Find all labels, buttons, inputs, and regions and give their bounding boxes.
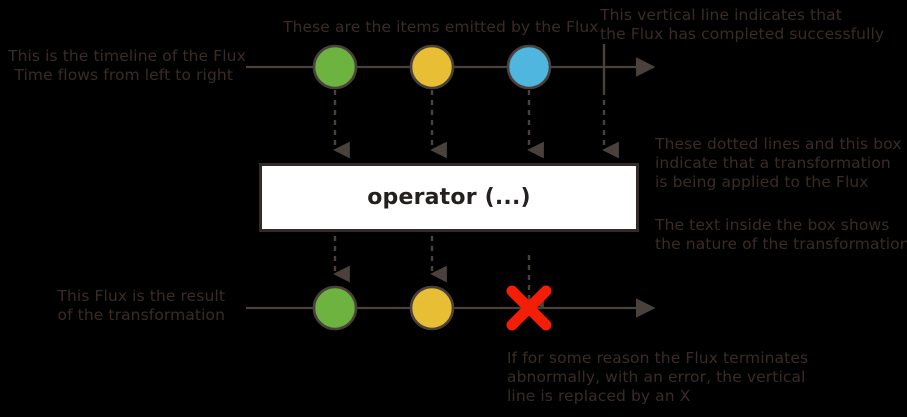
- connectors-out-of-operator: [333, 236, 544, 309]
- marble-blue-source: [506, 44, 552, 90]
- annotation-box-text: The text inside the box shows the nature…: [655, 216, 907, 253]
- operator-box-label: operator (...): [367, 185, 531, 210]
- annotation-transformation: These dotted lines and this box indicate…: [655, 135, 902, 191]
- annotation-completion: This vertical line indicates that the Fl…: [600, 6, 885, 43]
- marble-yellow-result: [409, 285, 455, 331]
- marble-green-result: [312, 285, 358, 331]
- source-timeline-group: [246, 44, 656, 90]
- connectors-into-operator: [333, 90, 619, 159]
- annotation-items: These are the items emitted by the Flux: [283, 18, 599, 36]
- marble-yellow-source: [409, 44, 455, 90]
- annotation-timeline: This is the timeline of the Flux Time fl…: [8, 47, 246, 84]
- annotation-result: This Flux is the result of the transform…: [57, 287, 225, 324]
- marble-green-source: [312, 44, 358, 90]
- annotation-error: If for some reason the Flux terminates a…: [507, 349, 809, 405]
- operator-box[interactable]: operator (...): [259, 163, 639, 232]
- result-timeline-group: [246, 285, 656, 331]
- error-x-icon: [506, 285, 552, 331]
